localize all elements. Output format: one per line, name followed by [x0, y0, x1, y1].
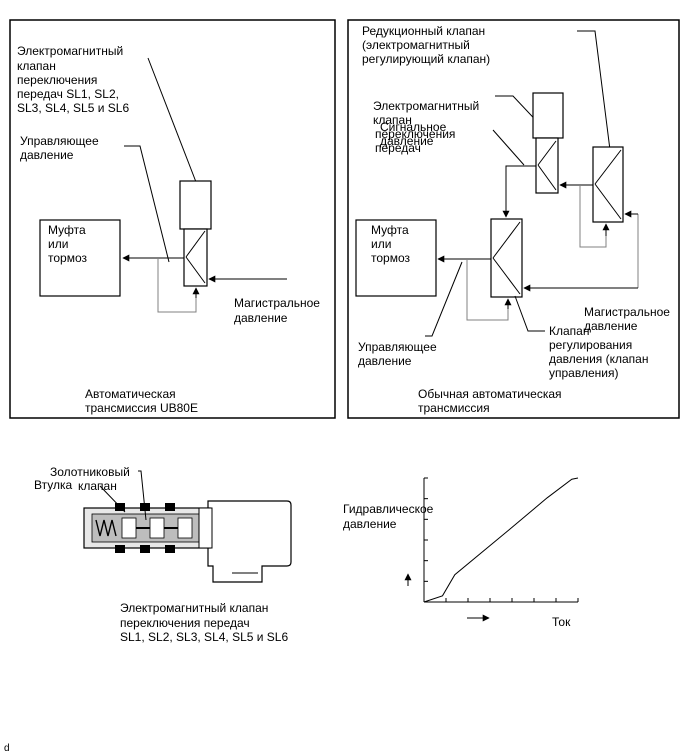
- right-solenoid-valve-body: [535, 137, 559, 194]
- left-solenoid-label: Электромагнитный клапан переключения пер…: [17, 44, 129, 115]
- right-control-feedback-line: [466, 259, 509, 321]
- spool-leader: [138, 470, 147, 521]
- right-reducing-valve-symbol: [594, 149, 622, 220]
- left-valve-body: [183, 228, 208, 287]
- right-reducing-valve-leader: [577, 30, 611, 151]
- right-signal-line: [505, 165, 536, 208]
- right-panel-frame: [347, 19, 680, 419]
- right-line-pressure-label: Магистральное давление: [584, 305, 673, 333]
- left-clutch-box: [39, 219, 121, 297]
- sleeve-leader: [99, 485, 126, 513]
- left-feedback-line: [157, 258, 197, 313]
- chart-y-ticks: [424, 477, 428, 582]
- right-pressure-control-valve-leader: [514, 295, 545, 332]
- right-control-valve: [490, 218, 523, 298]
- chart-series-line: [423, 477, 579, 603]
- right-reducing-valve: [592, 146, 624, 223]
- left-caption: Автоматическая трансмиссия UB80E: [85, 387, 198, 415]
- left-control-pressure-label: Управляющее давление: [20, 134, 102, 162]
- sleeve-label: Втулка: [34, 478, 72, 492]
- right-solenoid-valve-symbol: [537, 140, 557, 191]
- right-clutch-label: Муфта или тормоз: [371, 223, 412, 265]
- right-reducing-feedback-line: [579, 185, 607, 248]
- left-solenoid-leader: [147, 57, 197, 183]
- solenoid-cutaway-drawing: [83, 500, 292, 583]
- chart-x-ticks: [445, 598, 579, 602]
- right-signal-pressure-leader: [492, 129, 525, 166]
- spool-valve-label: Золотниковый клапан: [50, 465, 133, 493]
- left-solenoid-coil: [179, 180, 212, 230]
- chart-x-label: Ток: [552, 615, 571, 629]
- right-control-valve-symbol: [492, 221, 521, 295]
- right-shift-solenoid-label: Электромагнитный клапан переключения пер…: [373, 99, 483, 155]
- right-clutch-box: [355, 219, 437, 297]
- right-control-pressure-leader: [425, 261, 463, 337]
- left-clutch-label: Муфта или тормоз: [48, 223, 89, 265]
- footer-mark: d: [4, 743, 10, 754]
- right-caption: Обычная автоматическая трансмиссия: [418, 387, 565, 415]
- left-control-pressure-leader: [124, 145, 170, 263]
- solenoid-caption: Электромагнитный клапан переключения пер…: [120, 601, 288, 644]
- right-signal-pressure-label: Сигнальное давление: [380, 120, 450, 148]
- pressure-current-chart: [423, 477, 579, 603]
- chart-y-label: Гидравлическое давление: [343, 502, 437, 531]
- right-control-pressure-label: Управляющее давление: [358, 340, 440, 368]
- left-valve-symbol: [185, 230, 206, 284]
- right-pressure-control-valve-label: Клапан регулирования давления (клапан уп…: [549, 324, 652, 380]
- left-panel-frame: [9, 19, 336, 419]
- right-reducing-valve-label: Редукционный клапан (электромагнитный ре…: [362, 24, 490, 66]
- right-solenoid-coil: [532, 92, 564, 139]
- left-line-pressure-label: Магистральное давление: [234, 296, 323, 325]
